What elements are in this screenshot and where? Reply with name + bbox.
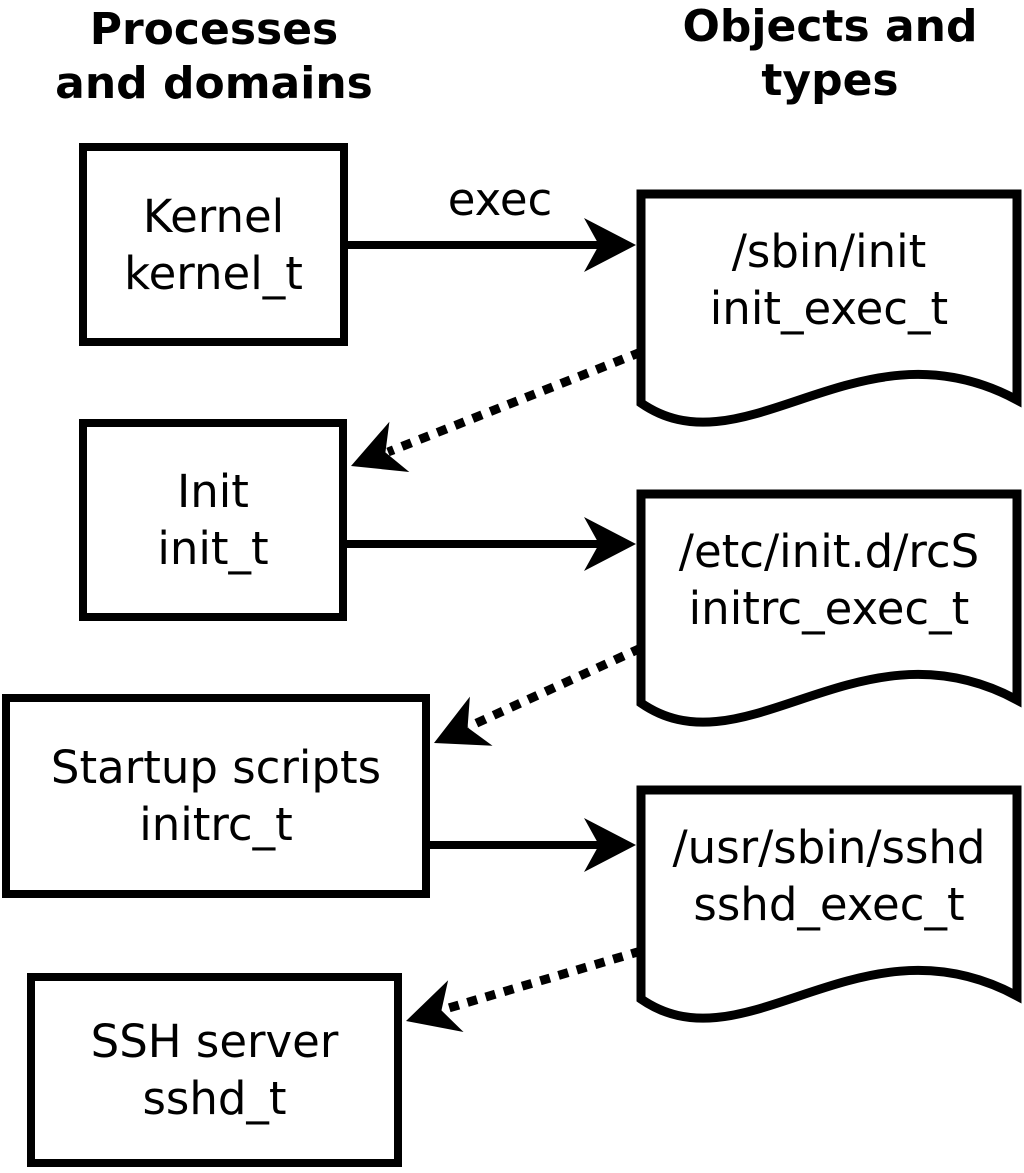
process-domain-type: sshd_t xyxy=(142,1072,287,1125)
header-line: types xyxy=(761,55,899,106)
object-type: init_exec_t xyxy=(709,282,949,335)
document-shape-etc-initd-rcs xyxy=(636,489,1022,727)
process-name: SSH server xyxy=(90,1015,339,1068)
process-domain-type: initrc_t xyxy=(139,798,293,851)
object-doc-label-etc-initd-rcs: /etc/init.d/rcS initrc_exec_t xyxy=(645,496,1013,664)
document-outline xyxy=(636,189,1022,427)
arrow-head-icon xyxy=(406,980,464,1033)
document-shape-usr-sbin-sshd xyxy=(636,785,1022,1023)
object-path: /etc/init.d/rcS xyxy=(678,525,980,578)
arrow-line xyxy=(386,347,643,457)
process-name: Startup scripts xyxy=(50,741,382,794)
transition-arrow-sbin-init-to-init xyxy=(351,347,643,472)
transition-arrow-etc-initd-rcs-to-startup-scripts xyxy=(434,643,643,746)
exec-arrow-startup-scripts-to-usr-sbin-sshd xyxy=(426,818,636,872)
exec-edge-label: exec xyxy=(447,173,553,226)
arrow-line xyxy=(466,643,643,732)
object-path: /usr/sbin/sshd xyxy=(672,821,986,874)
arrow-line xyxy=(440,946,643,1015)
arrow-head-icon xyxy=(584,818,636,872)
process-domain-type: kernel_t xyxy=(124,246,303,300)
header-line: Objects and xyxy=(682,1,978,52)
exec-arrow-kernel-to-sbin-init xyxy=(344,218,636,272)
arrow-head-icon xyxy=(584,218,636,272)
arrow-head-icon xyxy=(584,517,636,571)
object-type: initrc_exec_t xyxy=(688,582,970,635)
header-line: and domains xyxy=(55,58,373,109)
exec-arrow-init-to-etc-initd-rcs xyxy=(343,517,636,571)
column-header-objects-and-types: Objects and types xyxy=(630,0,1024,108)
document-outline xyxy=(636,489,1022,727)
process-name: Init xyxy=(177,465,249,518)
object-doc-label-usr-sbin-sshd: /usr/sbin/sshd sshd_exec_t xyxy=(645,792,1013,960)
arrow-head-icon xyxy=(351,421,410,472)
object-type: sshd_exec_t xyxy=(693,878,965,931)
document-outline xyxy=(636,785,1022,1023)
document-shape-sbin-init xyxy=(636,189,1022,427)
process-box-startup-scripts: Startup scripts initrc_t xyxy=(2,694,430,898)
header-line: Processes xyxy=(89,4,339,55)
process-name: Kernel xyxy=(142,189,285,243)
process-domain-type: init_t xyxy=(157,522,269,575)
arrow-head-icon xyxy=(434,696,493,746)
process-box-kernel: Kernel kernel_t xyxy=(79,143,348,346)
transition-arrow-usr-sbin-sshd-to-ssh-server xyxy=(406,946,643,1033)
process-box-init: Init init_t xyxy=(79,419,347,621)
object-path: /sbin/init xyxy=(731,225,927,278)
object-doc-label-sbin-init: /sbin/init init_exec_t xyxy=(645,196,1013,364)
process-box-ssh-server: SSH server sshd_t xyxy=(27,973,402,1167)
column-header-processes-and-domains: Processes and domains xyxy=(14,3,414,111)
